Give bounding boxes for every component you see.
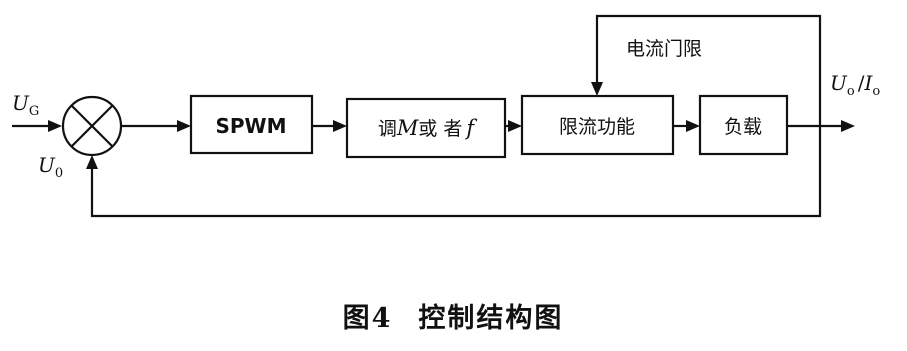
current-limit-label: 限流功能 xyxy=(559,116,635,138)
output-label: Uo/Io xyxy=(830,71,880,99)
spwm-label: SPWM xyxy=(215,114,286,138)
limit-to-load-arrow xyxy=(673,120,700,132)
spwm-block: SPWM xyxy=(189,94,314,155)
output-arrow xyxy=(787,120,855,132)
spwm-to-modulation-arrow xyxy=(312,120,347,132)
feedback-input-label: U0 xyxy=(38,153,63,181)
reference-input-arrow xyxy=(12,120,62,132)
load-block: 负载 xyxy=(698,94,789,156)
modulation-to-limit-arrow xyxy=(505,120,522,132)
junction-to-spwm-arrow xyxy=(121,120,191,132)
current-threshold-label: 电流门限 xyxy=(626,38,702,60)
reference-input-label: UG xyxy=(12,91,39,119)
current-threshold-loop xyxy=(591,14,822,126)
feedback-loop-line xyxy=(86,126,822,218)
summing-junction xyxy=(61,95,123,157)
current-limit-block: 限流功能 xyxy=(520,94,675,156)
load-label: 负载 xyxy=(724,116,762,138)
